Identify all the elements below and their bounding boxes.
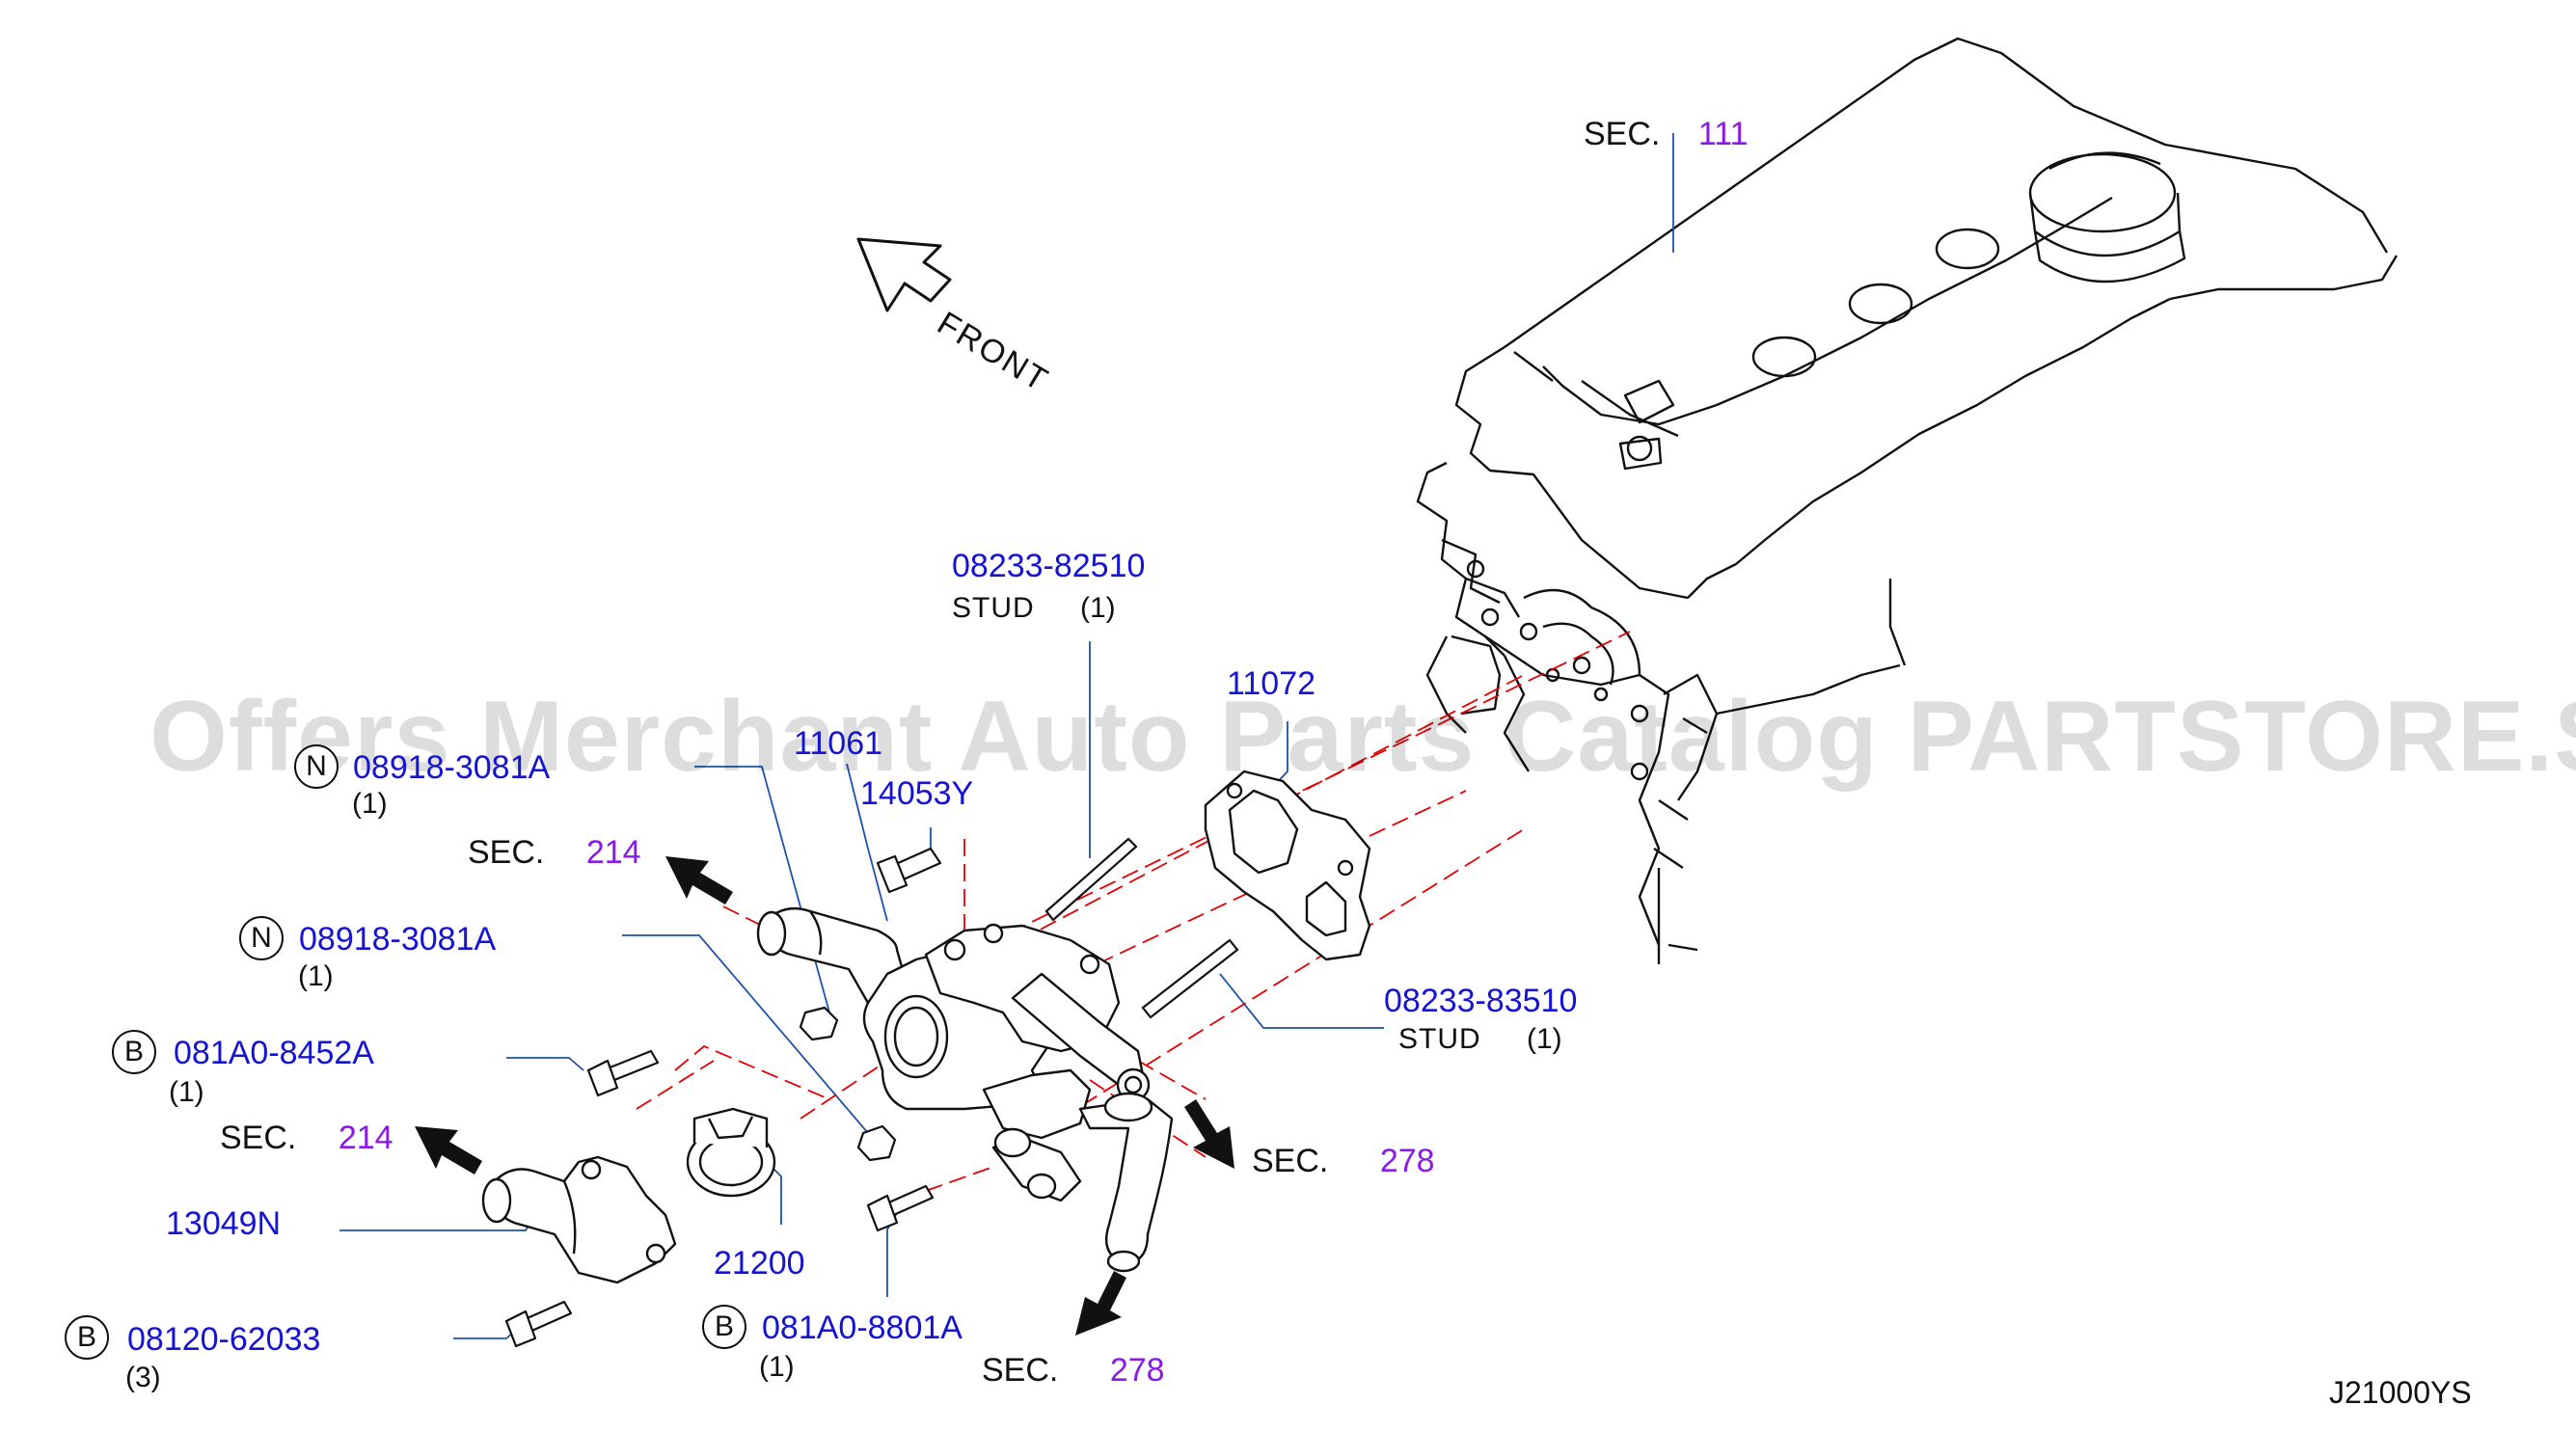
section-ref-214-upper[interactable]: SEC. 214 <box>468 836 641 869</box>
part-quantity: (1) <box>1527 1023 1562 1055</box>
water-outlet-housing-drawing <box>756 906 1174 1273</box>
part-type-stud: STUD <box>1398 1023 1481 1055</box>
part-quantity: (1) <box>759 1351 795 1383</box>
section-prefix: SEC. <box>468 834 545 871</box>
part-number-08120-62033[interactable]: 08120-62033 <box>127 1321 321 1358</box>
section-prefix: SEC. <box>220 1120 297 1156</box>
marker-b-circle: B <box>65 1315 109 1360</box>
bolts-and-nuts-drawing <box>504 847 942 1348</box>
part-number-08233-82510[interactable]: 08233-82510 <box>952 548 1146 584</box>
section-ref-111[interactable]: SEC. 111 <box>1584 118 1749 150</box>
section-number[interactable]: 278 <box>1109 1352 1165 1389</box>
part-number-11061[interactable]: 11061 <box>794 725 883 762</box>
engine-cylinder-head-drawing <box>1416 37 2399 964</box>
marker-n-circle: N <box>294 744 339 789</box>
leader-lines <box>339 133 1674 1339</box>
part-number-21200[interactable]: 21200 <box>714 1245 805 1282</box>
watermark: Offers Merchant Auto Parts Catalog PARTS… <box>149 681 2576 793</box>
part-number-08918-3081a[interactable]: 08918-3081A <box>353 749 551 786</box>
section-prefix: SEC. <box>1584 116 1661 152</box>
part-number-081a0-8452a[interactable]: 081A0-8452A <box>174 1035 374 1071</box>
part-number-13049n[interactable]: 13049N <box>166 1205 282 1242</box>
marker-n-circle: N <box>239 916 284 960</box>
stud-bolts-drawing <box>1044 837 1239 1019</box>
section-number[interactable]: 214 <box>585 834 641 871</box>
front-direction-arrow <box>856 237 952 312</box>
part-number-081a0-8801a[interactable]: 081A0-8801A <box>762 1310 963 1346</box>
section-number[interactable]: 278 <box>1379 1143 1435 1179</box>
section-prefix: SEC. <box>1252 1143 1329 1179</box>
part-number-08233-83510[interactable]: 08233-83510 <box>1384 983 1578 1019</box>
section-arrows <box>415 856 1234 1336</box>
part-quantity: (3) <box>125 1362 161 1393</box>
part-quantity: (1) <box>352 788 388 820</box>
marker-b-circle: B <box>112 1030 156 1074</box>
part-number-08918-3081a[interactable]: 08918-3081A <box>299 921 497 958</box>
section-number[interactable]: 214 <box>338 1120 393 1156</box>
part-number-14053y[interactable]: 14053Y <box>860 775 974 812</box>
water-inlet-drawing <box>481 1155 677 1284</box>
part-type-stud: STUD <box>952 592 1035 624</box>
part-quantity: (1) <box>1080 592 1116 624</box>
diagram-code: J21000YS <box>2329 1375 2472 1410</box>
gasket-drawing <box>1204 770 1371 961</box>
section-ref-278-right[interactable]: SEC. 278 <box>1252 1145 1435 1177</box>
thermostat-drawing <box>686 1107 776 1198</box>
section-ref-214-lower[interactable]: SEC. 214 <box>220 1121 393 1154</box>
part-number-11072[interactable]: 11072 <box>1227 665 1316 702</box>
part-quantity: (1) <box>298 960 334 992</box>
part-quantity: (1) <box>169 1076 204 1108</box>
section-ref-278-bottom[interactable]: SEC. 278 <box>982 1354 1165 1387</box>
section-prefix: SEC. <box>982 1352 1059 1389</box>
marker-b-circle: B <box>702 1305 746 1349</box>
section-number[interactable]: 111 <box>1697 116 1749 152</box>
